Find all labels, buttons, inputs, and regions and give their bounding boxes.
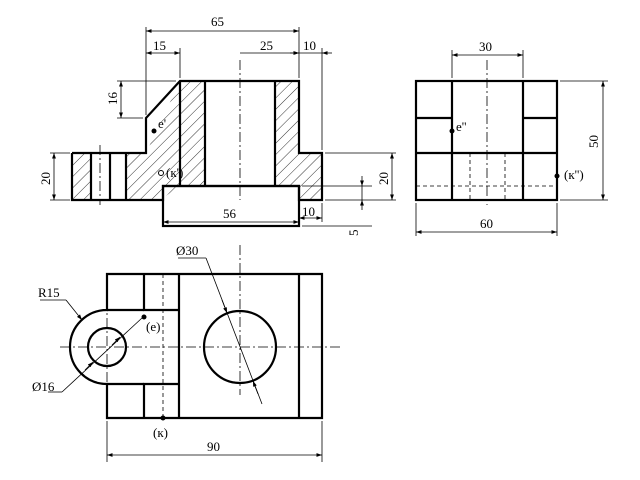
front-view-hatching (72, 81, 322, 200)
point-e-double (449, 128, 455, 134)
point-k-double (554, 173, 560, 179)
dim-56: 56 (223, 206, 237, 221)
point-e (141, 314, 147, 320)
dim-o30: Ø30 (176, 243, 198, 258)
label-e: (e) (146, 319, 160, 334)
point-k-prime (158, 170, 164, 176)
top-view: (e) (к) Ø30 R15 Ø16 90 (32, 243, 340, 462)
point-e-prime (151, 128, 157, 134)
dim-20-left: 20 (38, 172, 53, 185)
dim-10-top: 10 (303, 38, 316, 53)
dim-16: 16 (105, 92, 120, 106)
dim-10-bottom: 10 (302, 204, 315, 219)
dim-15: 15 (153, 38, 166, 53)
front-view: e' (к') 65 15 25 10 16 20 (38, 14, 396, 236)
dim-65: 65 (211, 14, 224, 29)
dim-o16: Ø16 (32, 379, 55, 394)
dim-r15: R15 (38, 285, 60, 300)
label-k-prime: (к') (166, 165, 183, 180)
side-view: e'' (к'') 30 50 60 (414, 39, 608, 236)
label-k: (к) (153, 425, 168, 440)
label-e-double: e'' (456, 119, 466, 134)
dim-90: 90 (207, 439, 220, 454)
dim-5: 5 (346, 230, 361, 237)
dim-50: 50 (586, 135, 601, 148)
label-e-prime: e' (158, 116, 166, 131)
front-view-outline (70, 79, 324, 228)
dim-20-right: 20 (376, 172, 391, 185)
dim-60: 60 (480, 216, 493, 231)
dim-25: 25 (260, 38, 273, 53)
label-k-double: (к'') (564, 167, 584, 182)
point-k (160, 415, 166, 421)
dim-30: 30 (479, 39, 492, 54)
